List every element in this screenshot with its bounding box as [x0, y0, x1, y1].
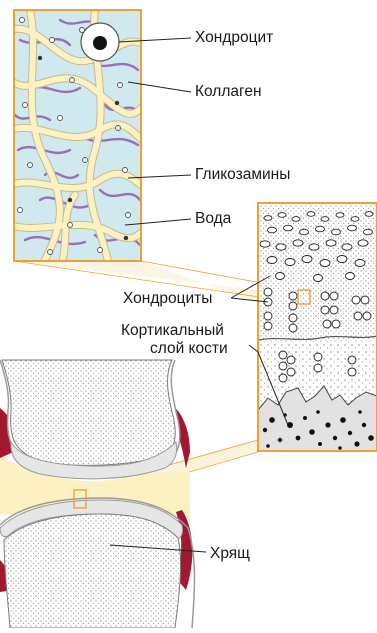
label-glycosamines: Гликозамины — [195, 166, 290, 184]
label-cortical-line2: слой кости — [150, 340, 228, 358]
matrix-panel — [10, 10, 150, 270]
label-cortical-line1: Кортикальный — [121, 322, 224, 340]
label-collagen: Коллаген — [195, 83, 262, 101]
label-cartilage: Хрящ — [210, 545, 250, 563]
joint — [0, 360, 195, 628]
label-water: Вода — [195, 210, 231, 228]
chondrocyte-cell-icon — [81, 23, 119, 61]
zoom-panel — [258, 203, 377, 451]
label-chondrocyte: Хондроцит — [195, 29, 273, 47]
label-chondrocytes: Хондроциты — [123, 290, 212, 308]
